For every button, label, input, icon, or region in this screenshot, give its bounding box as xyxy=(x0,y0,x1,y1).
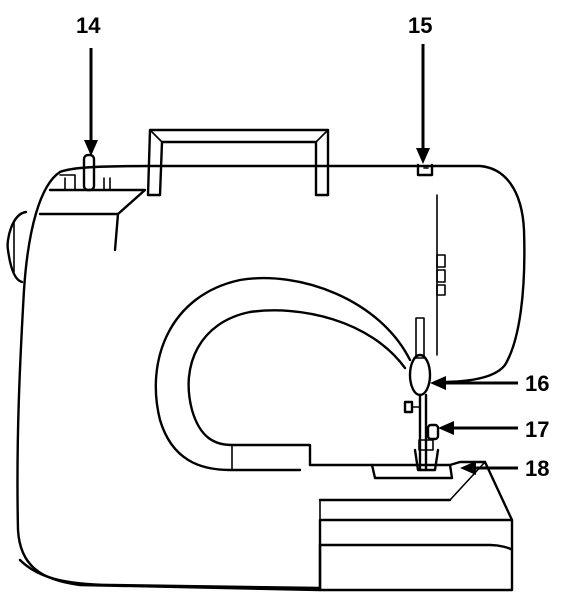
body-bottom xyxy=(18,558,322,590)
needle-clamp xyxy=(408,353,432,397)
free-arm-opening xyxy=(154,276,412,472)
body-outline xyxy=(16,170,514,592)
leader-17 xyxy=(438,421,518,435)
carrying-handle xyxy=(146,128,330,197)
callout-16: 16 xyxy=(525,371,549,396)
needle-assembly xyxy=(403,317,440,472)
spool-pin xyxy=(82,153,96,192)
thread-guide xyxy=(416,163,434,177)
head-knobs xyxy=(436,254,446,296)
spool-pin-area xyxy=(38,153,147,252)
leader-18 xyxy=(460,461,518,475)
base-extension xyxy=(318,460,514,592)
callout-17: 17 xyxy=(525,417,549,442)
leader-14 xyxy=(84,48,98,156)
leader-15 xyxy=(416,44,430,164)
handwheel-outline xyxy=(6,210,28,284)
callout-14: 14 xyxy=(76,13,101,38)
leader-16 xyxy=(430,376,518,390)
arm-inner-outer xyxy=(154,276,412,472)
machine-body xyxy=(16,164,526,592)
top-edge xyxy=(58,164,526,384)
arm-inner-inner xyxy=(187,309,407,467)
needle-plate xyxy=(308,460,487,480)
handwheel xyxy=(6,210,28,284)
callout-18: 18 xyxy=(525,456,549,481)
callout-15: 15 xyxy=(408,13,432,38)
